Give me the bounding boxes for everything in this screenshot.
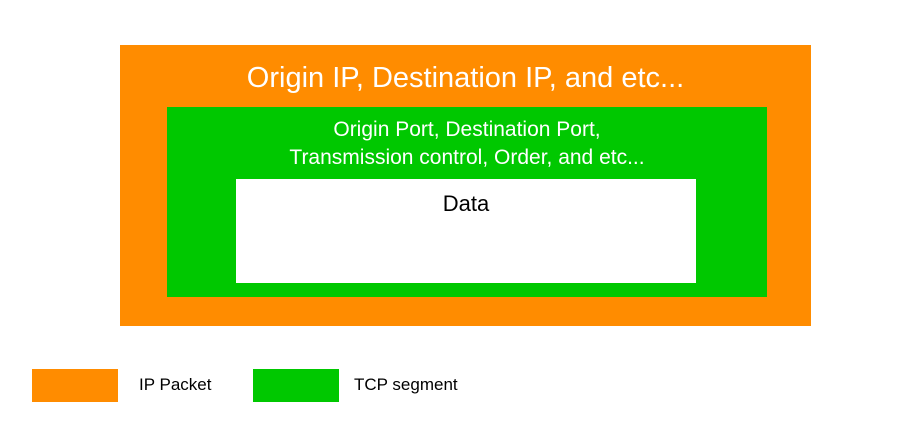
tcp-segment-header: Origin Port, Destination Port, Transmiss…	[167, 116, 767, 172]
data-box: Data	[236, 179, 696, 283]
legend-label-tcp-segment: TCP segment	[354, 375, 458, 394]
tcp-header-line-2: Transmission control, Order, and etc...	[289, 146, 645, 169]
legend-swatch-tcp-segment	[253, 369, 339, 402]
legend-swatch-ip-packet	[32, 369, 118, 402]
tcp-segment-box: Origin Port, Destination Port, Transmiss…	[167, 107, 767, 297]
legend-label-ip-packet: IP Packet	[139, 375, 212, 394]
data-label: Data	[442, 191, 490, 216]
tcp-header-line-1: Origin Port, Destination Port,	[333, 118, 601, 141]
ip-packet-header: Origin IP, Destination IP, and etc...	[246, 62, 685, 94]
ip-packet-box: Origin IP, Destination IP, and etc... Or…	[120, 45, 811, 326]
